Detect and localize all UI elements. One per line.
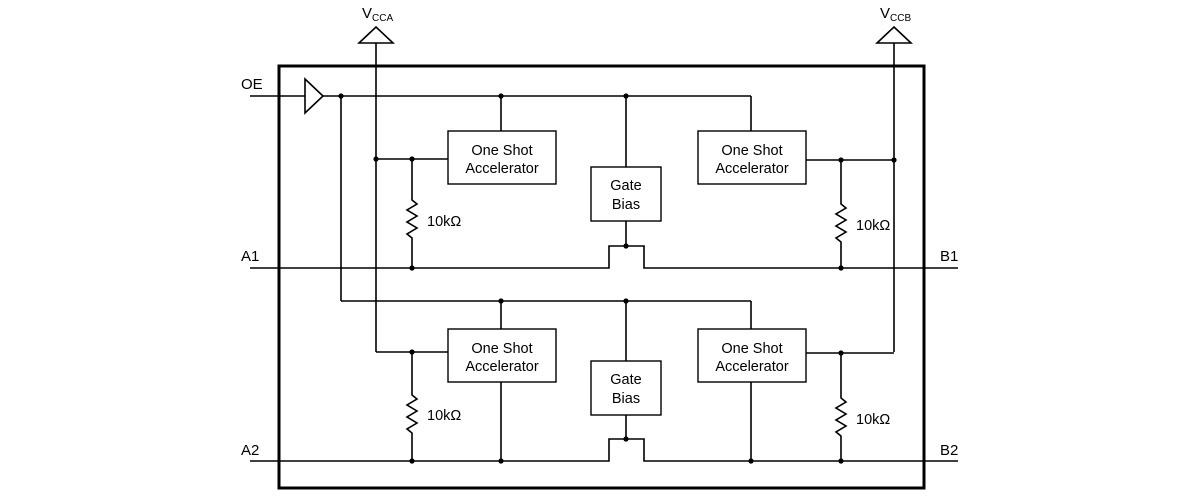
vcca-label: VCCA <box>362 5 393 24</box>
one-shot-accelerator-b1 <box>697 130 807 185</box>
resistor-b1-label: 10kΩ <box>856 218 890 234</box>
vccb-supply-arrow-icon <box>874 25 914 44</box>
pass-transistor-2 <box>250 438 958 462</box>
b1-pin-label: B1 <box>940 248 958 265</box>
one-shot-accelerator-a2 <box>447 328 557 383</box>
resistor-a2-label: 10kΩ <box>427 408 461 424</box>
chip-outline <box>277 64 926 490</box>
osa-b1-line2: Accelerator <box>715 161 789 177</box>
osa-b2-line1: One Shot <box>721 341 782 357</box>
resistor-b2-label: 10kΩ <box>856 412 890 428</box>
vcca-supply: VCCA <box>356 5 396 352</box>
vcca-supply-arrow-icon <box>356 25 396 44</box>
osa-a2-line1: One Shot <box>471 341 532 357</box>
gate-bias-1-line2: Bias <box>612 197 640 213</box>
one-shot-accelerator-b2 <box>697 328 807 383</box>
a1-pin-label: A1 <box>241 248 259 265</box>
one-shot-accelerator-a1 <box>447 130 557 185</box>
osa-b1-line1: One Shot <box>721 143 782 159</box>
oe-buffer-icon <box>304 77 325 115</box>
oe-input: OE <box>241 76 751 302</box>
a2-pin-label: A2 <box>241 442 259 459</box>
channel-1: One Shot Accelerator 10kΩ Gate Bias A1 B… <box>241 93 958 271</box>
gate-bias-2 <box>590 360 662 416</box>
channel-2: One Shot Accelerator 10kΩ Gate Bias A2 B… <box>241 298 958 464</box>
osa-b2-line2: Accelerator <box>715 359 789 375</box>
resistor-b1: 10kΩ <box>834 160 890 268</box>
b2-pin-label: B2 <box>940 442 958 459</box>
osa-a1-line2: Accelerator <box>465 161 539 177</box>
vccb-supply: VCCB <box>874 5 914 352</box>
resistor-a2: 10kΩ <box>405 352 461 461</box>
gate-bias-2-line2: Bias <box>612 391 640 407</box>
vccb-label: VCCB <box>880 5 911 24</box>
gate-bias-2-line1: Gate <box>610 372 641 388</box>
osa-a1-line1: One Shot <box>471 143 532 159</box>
pass-transistor-1 <box>250 245 958 269</box>
oe-pin-label: OE <box>241 76 263 93</box>
osa-a2-line2: Accelerator <box>465 359 539 375</box>
gate-bias-1-line1: Gate <box>610 178 641 194</box>
resistor-a1-label: 10kΩ <box>427 214 461 230</box>
resistor-a1: 10kΩ <box>405 159 461 268</box>
resistor-b2: 10kΩ <box>834 353 890 461</box>
